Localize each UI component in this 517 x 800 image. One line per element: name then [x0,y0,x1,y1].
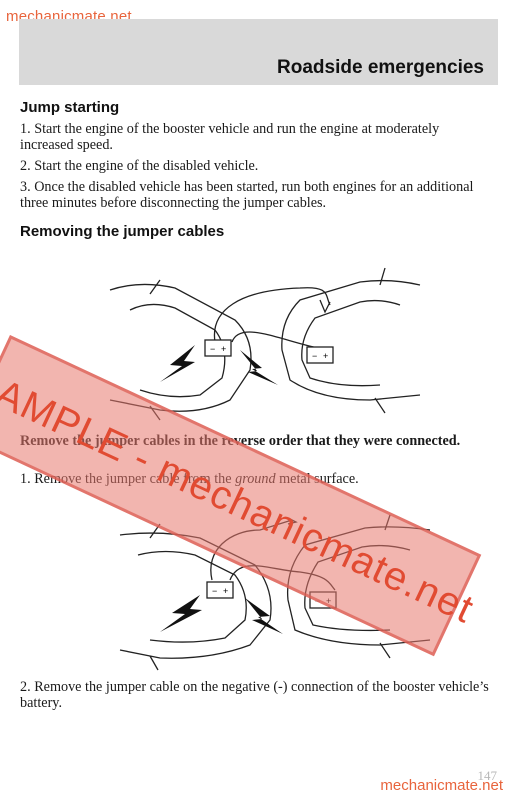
jump-step-2: 2. Start the engine of the disabled vehi… [20,158,259,174]
page-title: Roadside emergencies [277,57,484,78]
removing-step-2: 2. Remove the jumper cable on the negati… [20,679,489,711]
battery-plus-label: + [221,344,226,354]
jump-step-1: 1. Start the engine of the booster vehic… [20,121,440,153]
battery-minus-label: − [312,351,317,361]
section-heading-removing-cables: Removing the jumper cables [20,223,225,240]
page-number: 147 [477,768,498,783]
battery-plus-label: + [323,351,328,361]
battery-minus-label: − [210,344,215,354]
section-heading-jump-starting: Jump starting [20,99,120,116]
header-bar: Roadside emergencies [19,19,498,85]
watermark-bottom: mechanicmate.net [380,777,503,794]
battery-plus-label: + [223,586,228,596]
battery-minus-label: − [212,586,217,596]
jump-step-3: 3. Once the disabled vehicle has been st… [20,179,474,211]
